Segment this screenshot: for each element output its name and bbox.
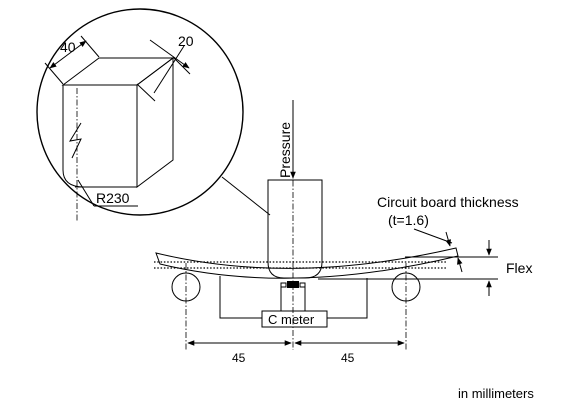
pressure-label: Pressure: [277, 122, 293, 178]
thickness-leader: [413, 228, 453, 244]
span-dimensions: 45 45: [185, 263, 407, 365]
component-pad-left: [280, 282, 287, 288]
radius-label: R230: [96, 190, 130, 206]
magnifier-circle: [36, 8, 244, 216]
pressing-jig: Pressure: [267, 100, 323, 350]
span-right-value: 45: [341, 351, 355, 365]
board-assembly: Flex Circuit board thickness (t=1.6): [154, 194, 532, 296]
component: [280, 281, 306, 288]
thickness-title: Circuit board thickness: [377, 194, 519, 210]
depth-value: 20: [178, 33, 194, 49]
detail-leader: [221, 176, 271, 216]
depth-dimension: 20: [136, 33, 194, 102]
radius-callout: R230: [77, 179, 138, 207]
thickness-tick-b: [457, 257, 463, 273]
span-left-value: 45: [232, 351, 246, 365]
detail-view: 40 20 R230: [36, 8, 271, 222]
c-meter-label: C meter: [268, 312, 315, 327]
break-symbol: [68, 122, 82, 159]
c-meter-circuit: C meter: [219, 276, 368, 328]
c-meter-box: [261, 310, 328, 328]
width-dimension: 40: [44, 35, 100, 85]
width-value: 40: [60, 39, 76, 55]
thickness-tick-a: [445, 231, 451, 247]
jig-body: [267, 179, 323, 279]
thickness-value: (t=1.6): [388, 212, 429, 228]
circuit-board: [155, 247, 459, 279]
component-pad-right: [299, 282, 306, 288]
units-note: in millimeters: [458, 386, 534, 401]
component-body: [287, 281, 299, 288]
jig-block: [61, 57, 175, 188]
flex-label: Flex: [506, 260, 532, 276]
